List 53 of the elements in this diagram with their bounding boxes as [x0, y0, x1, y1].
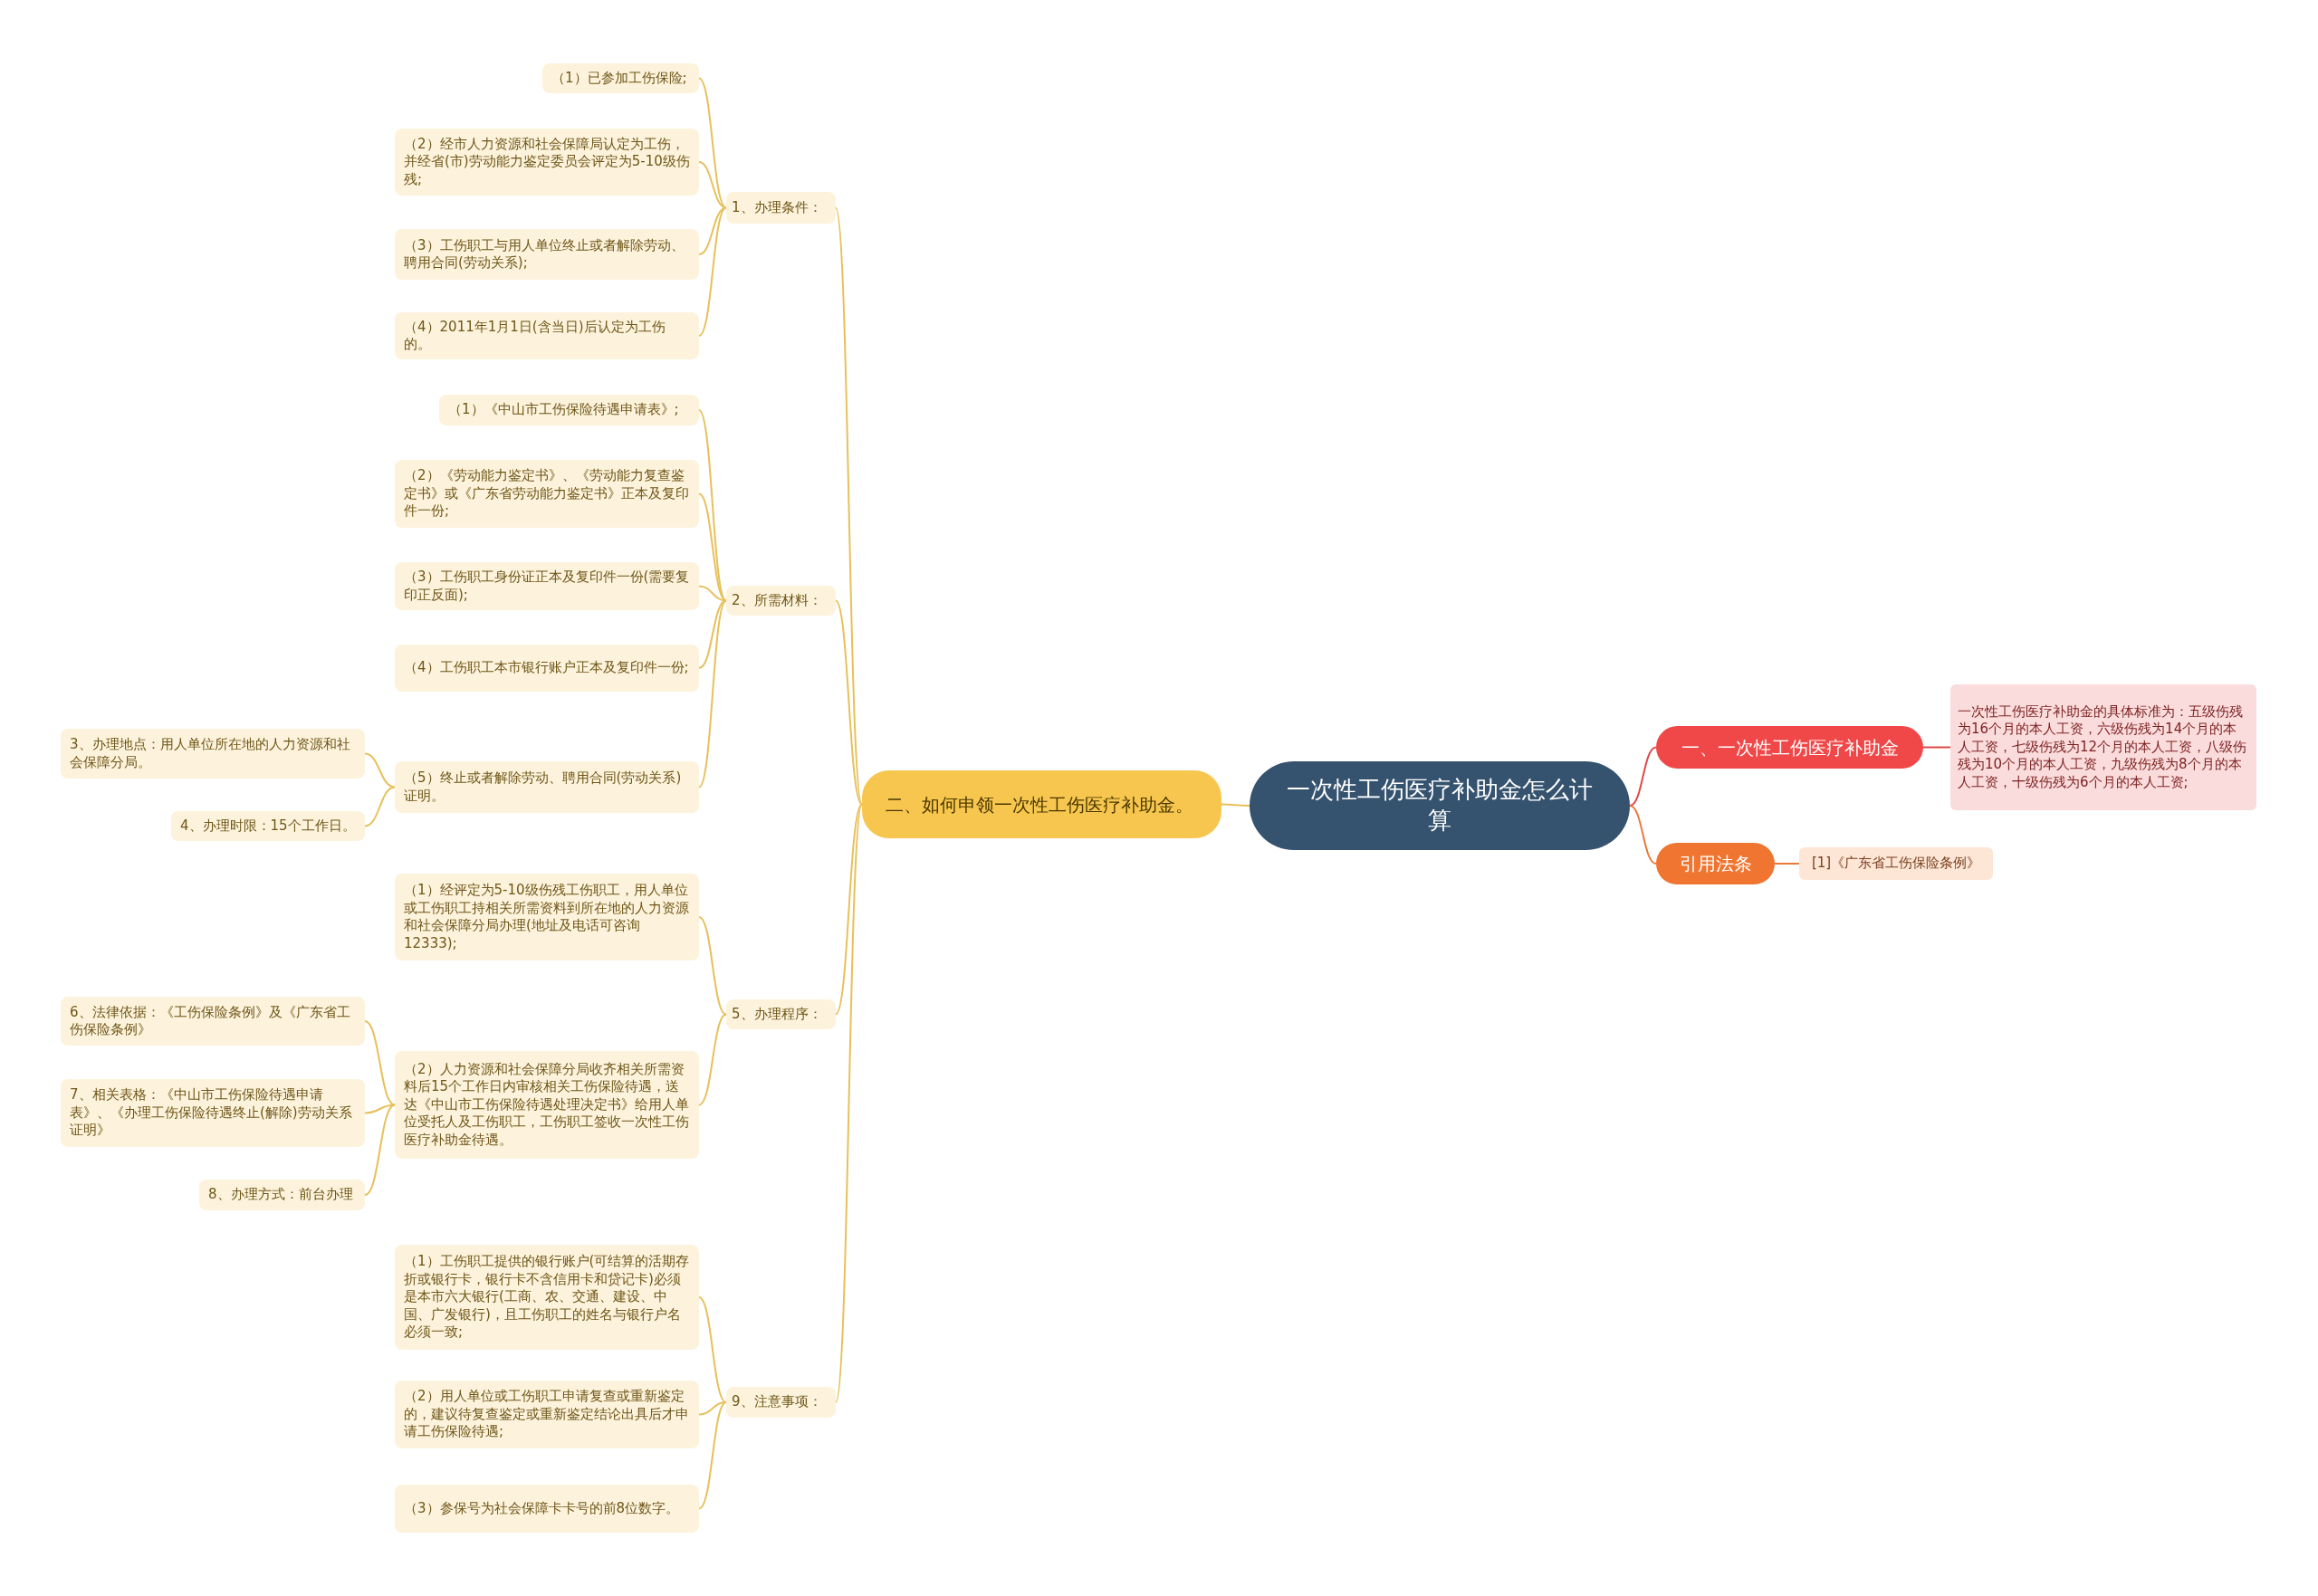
subtopic-box: 3、办理地点：用人单位所在地的人力资源和社会保障分局。: [61, 729, 365, 779]
subtopic-box: （1）《中山市工伤保险待遇申请表》;: [439, 395, 699, 425]
subtopic-box: （1）经评定为5-10级伤残工伤职工，用人单位或工伤职工持相关所需资料到所在地的人力资源和社会保障分局办理(地址及电话可咨询12333);: [395, 874, 699, 960]
connector: [698, 492, 727, 602]
subtopic-box: 5、办理程序：: [726, 999, 836, 1029]
connector: [698, 206, 727, 337]
subtopic-box: （3）参保号为社会保障卡卡号的前8位数字。: [395, 1485, 699, 1533]
connector: [364, 1020, 396, 1106]
subtopic-box: 7、相关表格：《中山市工伤保险待遇申请表》、《办理工伤保险待遇终止(解除)劳动关系证明》: [61, 1079, 365, 1147]
connector: [698, 1013, 727, 1106]
connector: [1629, 805, 1657, 865]
connector: [835, 803, 863, 1016]
connector: [698, 1401, 727, 1510]
subtopic-box: （5）终止或者解除劳动、聘用合同(劳动关系)证明。: [395, 761, 699, 813]
connector: [364, 1104, 396, 1196]
subtopic-box: （2）人力资源和社会保障分局收齐相关所需资料后15个工作日内审核相关工伤保险待遇，送达《中山市工伤保险待遇处理决定书》给用人单位受托人及工伤职工，工伤职工签收一次性工伤医疗补助金待遇。: [395, 1051, 699, 1159]
subtopic-box: （3）工伤职工身份证正本及复印件一份(需要复印正反面);: [395, 562, 699, 610]
connector: [835, 599, 863, 806]
subtopic-box: （2）用人单位或工伤职工申请复查或重新鉴定的，建议待复查鉴定或重新鉴定结论出具后才申请工伤保险待遇;: [395, 1381, 699, 1448]
connector: [698, 409, 727, 602]
subtopic-box: （3）工伤职工与用人单位终止或者解除劳动、聘用合同(劳动关系);: [395, 229, 699, 280]
subtopic-box: （2）经市人力资源和社会保障局认定为工伤，并经省(市)劳动能力鉴定委员会评定为5-10级伤残;: [395, 129, 699, 196]
detail-box: [1]《广东省工伤保险条例》: [1799, 847, 1993, 880]
connector: [698, 599, 727, 669]
connector: [1629, 746, 1657, 807]
connector: [364, 752, 396, 788]
connector: [698, 1401, 727, 1416]
connector: [1221, 803, 1250, 807]
connector: [698, 77, 727, 209]
subtopic-box: 9、注意事项：: [726, 1387, 836, 1418]
connector: [698, 585, 727, 602]
main-topic: 一、一次性工伤医疗补助金: [1656, 726, 1923, 769]
connector: [1774, 863, 1800, 865]
subtopic-box: （1）工伤职工提供的银行账户(可结算的活期存折或银行卡，银行卡不含信用卡和贷记卡)必须是本市六大银行(工商、农、交通、建设、中国、广发银行)，且工伤职工的姓名与银行户名必须一致;: [395, 1245, 699, 1350]
subtopic-box: （4）工伤职工本市银行账户正本及复印件一份;: [395, 645, 699, 692]
central-topic: 一次性工伤医疗补助金怎么计算: [1250, 761, 1630, 850]
detail-box: 一次性工伤医疗补助金的具体标准为：五级伤残为16个月的本人工资，六级伤残为14个月的本人工资，七级伤残为12个月的本人工资，八级伤残为10个月的本人工资，九级伤残为8个月的本人工资，十级伤残为6个月的本人工资;: [1950, 684, 2256, 810]
subtopic-box: （4）2011年1月1日(含当日)后认定为工伤的。: [395, 312, 699, 359]
main-topic: 二、如何申领一次性工伤医疗补助金。: [862, 770, 1221, 838]
subtopic-box: 4、办理时限：15个工作日。: [171, 811, 365, 841]
connector: [698, 599, 727, 788]
subtopic-box: 6、法律依据：《工伤保险条例》及《广东省工伤保险条例》: [61, 997, 365, 1046]
subtopic-box: 8、办理方式：前台办理: [199, 1180, 365, 1210]
subtopic-box: （1）已参加工伤保险;: [542, 63, 699, 93]
connector: [364, 786, 396, 827]
connector: [698, 1296, 727, 1403]
connector: [835, 803, 863, 1403]
connector: [698, 916, 727, 1016]
subtopic-box: 1、办理条件：: [726, 192, 836, 224]
subtopic-box: 2、所需材料：: [726, 586, 836, 616]
main-topic: 引用法条: [1656, 843, 1775, 884]
subtopic-box: （2）《劳动能力鉴定书》、《劳动能力复查鉴定书》或《广东省劳动能力鉴定书》正本及复印件一份;: [395, 460, 699, 528]
connector: [1922, 746, 1951, 749]
